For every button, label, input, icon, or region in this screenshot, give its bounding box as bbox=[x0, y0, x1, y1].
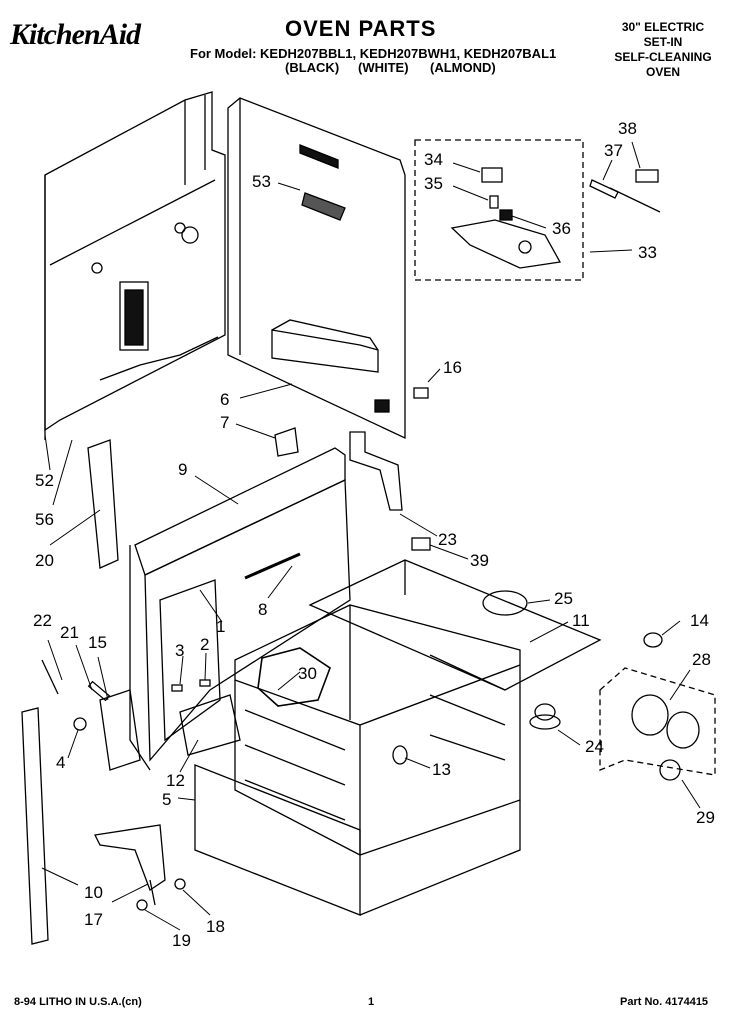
part-39 bbox=[411, 537, 431, 551]
leader-lines bbox=[41, 141, 701, 931]
callout-4: 4 bbox=[56, 753, 65, 772]
callout-24: 24 bbox=[585, 737, 604, 756]
callout-53: 53 bbox=[252, 172, 271, 191]
part-number: Part No. 4174415 bbox=[620, 996, 709, 1008]
callout-39: 39 bbox=[470, 551, 489, 570]
brand-logo: KitchenAid bbox=[10, 18, 141, 51]
page-title: OVEN PARTS bbox=[285, 16, 437, 41]
callout-8: 8 bbox=[258, 600, 267, 619]
callout-22: 22 bbox=[33, 611, 52, 630]
callout-30: 30 bbox=[298, 664, 317, 683]
callout-9: 9 bbox=[178, 460, 187, 479]
callout-15: 15 bbox=[88, 633, 107, 652]
callout-29: 29 bbox=[696, 808, 715, 827]
callout-11: 11 bbox=[572, 611, 590, 630]
page-number: 1 bbox=[368, 996, 375, 1008]
product-description: 30" ELECTRIC SET-IN SELF-CLEANING OVEN bbox=[614, 20, 712, 79]
finish-almond: (ALMOND) bbox=[430, 60, 496, 75]
callout-13: 13 bbox=[432, 760, 451, 779]
light-assembly bbox=[599, 632, 716, 781]
callout-23: 23 bbox=[438, 530, 457, 549]
callout-16: 16 bbox=[443, 358, 462, 377]
part-53 bbox=[301, 192, 346, 221]
callout-38: 38 bbox=[618, 119, 637, 138]
finish-black: (BLACK) bbox=[285, 60, 340, 75]
door-hinge bbox=[21, 659, 186, 945]
callout-7: 7 bbox=[220, 413, 229, 432]
callout-34: 34 bbox=[424, 150, 443, 169]
oven-cavity bbox=[194, 559, 602, 916]
callout-1: 1 bbox=[216, 617, 225, 636]
callout-18: 18 bbox=[206, 917, 225, 936]
callout-12: 12 bbox=[166, 771, 185, 790]
switch-assembly-group bbox=[414, 139, 584, 281]
probe-parts bbox=[589, 169, 661, 213]
oven-front-frame bbox=[129, 447, 351, 771]
callout-21: 21 bbox=[60, 623, 79, 642]
callout-labels: 53 34 35 36 38 37 33 16 6 7 9 52 56 20 2… bbox=[33, 119, 715, 950]
callout-5: 5 bbox=[162, 790, 171, 809]
part-16 bbox=[413, 387, 429, 399]
side-panel bbox=[227, 97, 406, 440]
callout-2: 2 bbox=[200, 635, 209, 654]
callout-20: 20 bbox=[35, 551, 54, 570]
callout-33: 33 bbox=[638, 243, 657, 262]
part-25 bbox=[482, 590, 528, 616]
callout-52: 52 bbox=[35, 471, 54, 490]
part-8 bbox=[244, 552, 301, 580]
part-24 bbox=[529, 703, 561, 730]
callout-56: 56 bbox=[35, 510, 54, 529]
parts-2-3 bbox=[171, 679, 211, 692]
callout-28: 28 bbox=[692, 650, 711, 669]
callout-36: 36 bbox=[552, 219, 571, 238]
part-7 bbox=[274, 427, 299, 457]
part-20 bbox=[87, 439, 119, 569]
callout-37: 37 bbox=[604, 141, 623, 160]
callout-19: 19 bbox=[172, 931, 191, 950]
vent-tube bbox=[349, 431, 403, 511]
part-12 bbox=[179, 694, 241, 756]
callout-3: 3 bbox=[175, 641, 184, 660]
finish-white: (WHITE) bbox=[358, 60, 409, 75]
callout-25: 25 bbox=[554, 589, 573, 608]
callout-6: 6 bbox=[220, 390, 229, 409]
back-panel bbox=[44, 91, 226, 440]
callout-10: 10 bbox=[84, 883, 103, 902]
callout-35: 35 bbox=[424, 174, 443, 193]
callout-14: 14 bbox=[690, 611, 709, 630]
litho-note: 8-94 LITHO IN U.S.A.(cn) bbox=[14, 996, 142, 1008]
model-numbers: For Model: KEDH207BBL1, KEDH207BWH1, KED… bbox=[190, 46, 557, 61]
callout-17: 17 bbox=[84, 910, 103, 929]
